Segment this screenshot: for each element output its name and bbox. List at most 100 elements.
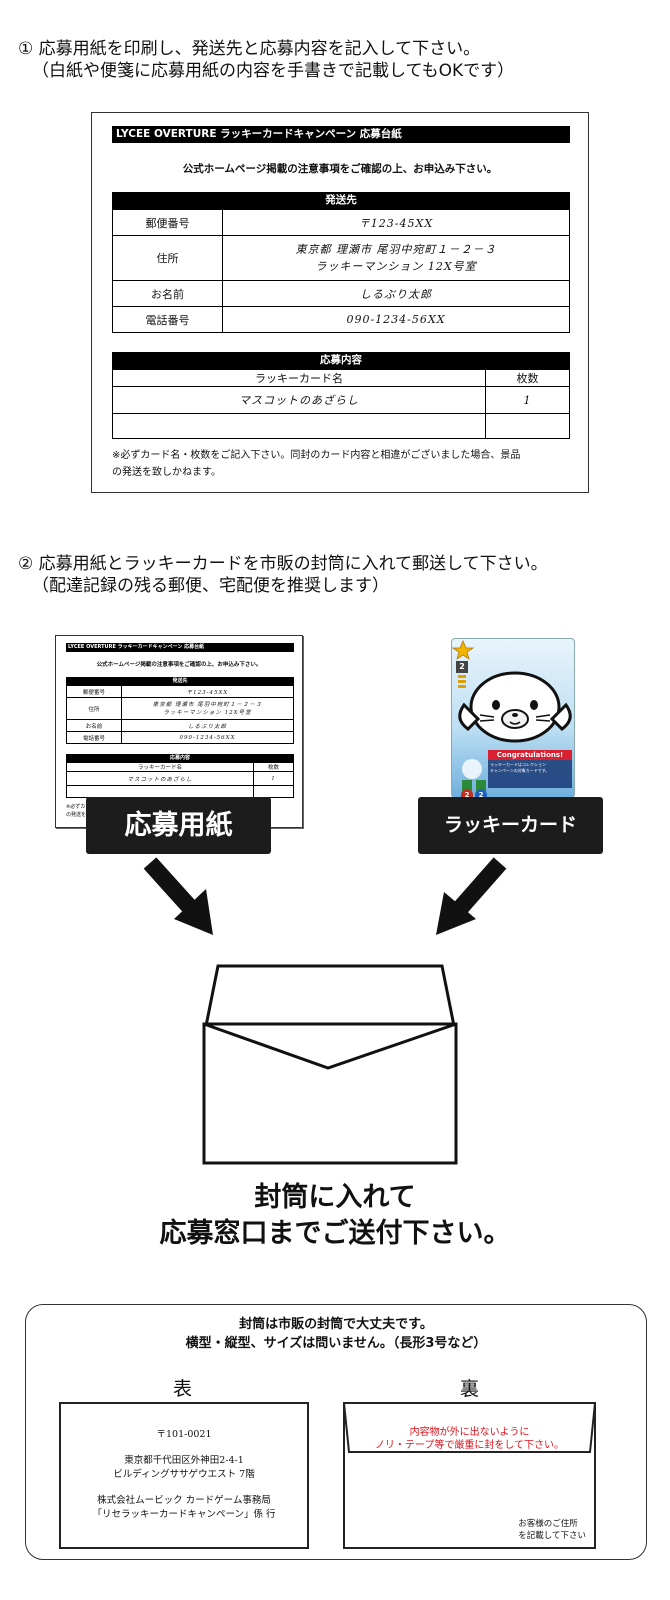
table-row: 郵便番号 〒123-45XX [112, 209, 570, 236]
star-icon [452, 639, 475, 660]
table-row: お名前 しるぶり太郎 [66, 719, 294, 732]
table-row: 電話番号 090-1234-56XX [112, 306, 570, 333]
col-card-name: ラッキーカード名 [112, 369, 486, 387]
application-form-thumbnail: LYCEE OVERTURE ラッキーカードキャンペーン 応募台紙 公式ホームペ… [55, 635, 303, 828]
mini-footnote-line2: の発送を [66, 812, 87, 818]
form-title: LYCEE OVERTURE ラッキーカードキャンペーン 応募台紙 [112, 126, 570, 143]
table-row: お名前 しるぶり太郎 [112, 280, 570, 307]
postal-value: 〒123-45XX [222, 209, 570, 236]
envelope-back-outline [343, 1402, 596, 1549]
lucky-card-tag: ラッキーカード [418, 797, 603, 854]
table-row [66, 785, 294, 798]
sender-address-note: お客様のご住所 を記載して下さい [518, 1518, 586, 1542]
step1-instruction: ① 応募用紙を印刷し、発送先と応募内容を記入して下さい。 （白紙や便箋に応募用紙… [18, 38, 514, 82]
entry-card-name: マスコットのあざらし [112, 386, 486, 414]
mini-col-card: ラッキーカード名 [66, 762, 254, 772]
name-value: しるぶり太郎 [222, 280, 570, 307]
mini-footnote-line1: ※必ずカ [66, 804, 86, 810]
footnote-line1: ※必ずカード名・枚数をご記入下さい。同封のカード内容と相違がございました場合、景… [112, 450, 521, 461]
shipping-table: 郵便番号 〒123-45XX 住所 東京都 理瀬市 尾羽中宛町１－２－３ ラッキ… [112, 209, 570, 333]
mini-entry-card: マスコットのあざらし [66, 771, 254, 786]
envelope-icon [202, 964, 458, 1165]
phone-value: 090-1234-56XX [222, 306, 570, 333]
footnote-line2: の発送を致しかねます。 [112, 467, 221, 478]
mini-address-value: 東京都 理瀬市 尾羽中宛町１－２－３ ラッキーマンション 12X号室 [121, 697, 294, 720]
mini-col-qty: 枚数 [253, 762, 294, 772]
postal-label: 郵便番号 [112, 209, 223, 236]
seal-mascot-illustration [452, 639, 572, 797]
envelope-back: 内容物が外に出ないように ノリ・テープ等で厳重に封をして下さい。 お客様のご住所… [343, 1402, 596, 1549]
step2-instruction: ② 応募用紙とラッキーカードを市販の封筒に入れて郵送して下さい。 （配達記録の残… [18, 553, 548, 597]
empty-cell [485, 413, 570, 439]
address-value: 東京都 理瀬市 尾羽中宛町１－２－３ ラッキーマンション 12X号室 [222, 235, 570, 281]
card-text: ラッキーカードはコレクション キャンペーンの対象カードです。 [490, 762, 570, 774]
send-message-line2: 応募窓口までご送付下さい。 [159, 1218, 511, 1249]
front-department: 「リセラッキーカードキャンペーン」係 行 [92, 1509, 276, 1520]
entry-header: 応募内容 [112, 352, 570, 369]
arrow-down-left-icon [436, 857, 507, 935]
front-label: 表 [173, 1378, 193, 1400]
seal-eye [492, 700, 500, 710]
phone-label: 電話番号 [112, 306, 223, 333]
mini-address-line2: ラッキーマンション 12X号室 [163, 709, 252, 716]
mini-entry-qty: 1 [253, 771, 294, 786]
arrow-down-right-icon [143, 857, 213, 935]
mini-entry-header: 応募内容 [66, 754, 294, 762]
table-row: マスコットのあざらし 1 [66, 771, 294, 786]
table-row: 住所 東京都 理瀬市 尾羽中宛町１－２－３ ラッキーマンション 12X号室 [66, 697, 294, 720]
mini-footnote: ※必ずカ の発送を [66, 803, 86, 819]
table-row: マスコットのあざらし 1 [112, 386, 570, 414]
form-footnote: ※必ずカード名・枚数をご記入下さい。同封のカード内容と相違がございました場合、景… [112, 447, 572, 481]
front-address-line2: ビルディングササゲウエスト 7階 [113, 1469, 255, 1480]
mini-postal-label: 郵便番号 [66, 685, 122, 698]
application-form-tag: 応募用紙 [86, 797, 271, 854]
shipping-header: 発送先 [112, 192, 570, 209]
cost-value: 2 [459, 662, 465, 671]
col-quantity: 枚数 [485, 369, 570, 387]
mini-name-value: しるぶり太郎 [121, 719, 294, 732]
mini-address-label: 住所 [66, 697, 122, 720]
mini-phone-value: 090-1234-56XX [121, 731, 294, 744]
entry-table: ラッキーカード名 枚数 マスコットのあざらし 1 [112, 369, 570, 439]
seal-note-line2: ノリ・テープ等で厳重に封をして下さい。 [374, 1440, 565, 1451]
table-row [112, 413, 570, 439]
card-banner: Congratulations! [496, 751, 564, 759]
envelope-info-line1: 封筒は市販の封筒で大丈夫です。 [239, 1317, 433, 1332]
mini-shipping-header: 発送先 [66, 677, 294, 685]
empty-cell [112, 413, 486, 439]
empty-cell [253, 785, 294, 798]
entry-quantity: 1 [485, 386, 570, 414]
address-line2: ラッキーマンション 12X号室 [315, 260, 477, 273]
address-line1: 東京都 理瀬市 尾羽中宛町１－２－３ [295, 243, 497, 256]
mini-form-note: 公式ホームページ掲載の注意事項をご確認の上、お申込み下さい。 [96, 662, 262, 668]
mini-name-label: お名前 [66, 719, 122, 732]
mini-postal-value: 〒123-45XX [121, 685, 294, 698]
table-row: 郵便番号 〒123-45XX [66, 685, 294, 698]
empty-cell [66, 785, 254, 798]
mini-form-title: LYCEE OVERTURE ラッキーカードキャンペーン 応募台紙 [66, 643, 294, 652]
table-row: 電話番号 090-1234-56XX [66, 731, 294, 744]
front-postal-code: 〒101-0021 [156, 1429, 212, 1440]
name-label: お名前 [112, 280, 223, 307]
seal-note-line1: 内容物が外に出ないように [409, 1427, 530, 1438]
table-row: ラッキーカード名 枚数 [112, 369, 570, 387]
seal-head [469, 671, 561, 743]
step1-line2: （白紙や便箋に応募用紙の内容を手書きで記載してもOKです） [32, 61, 515, 81]
send-message-line1: 封筒に入れて [254, 1182, 416, 1213]
address-label: 住所 [112, 235, 223, 281]
form-note: 公式ホームページ掲載の注意事項をご確認の上、お申込み下さい。 [182, 163, 498, 175]
table-row: 住所 東京都 理瀬市 尾羽中宛町１－２－３ ラッキーマンション 12X号室 [112, 235, 570, 281]
sender-note-line1: お客様のご住所 [518, 1519, 578, 1529]
card-level-b: 2 [478, 791, 484, 798]
application-form: LYCEE OVERTURE ラッキーカードキャンペーン 応募台紙 公式ホームペ… [91, 112, 589, 493]
front-address-line1: 東京都千代田区外神田2-4-1 [124, 1455, 244, 1466]
lucky-card-image: 2 Congratulations! ラッキーカードはコレクション キャンペーン… [451, 638, 575, 798]
envelope-front: 〒101-0021 東京都千代田区外神田2-4-1 ビルディングササゲウエスト … [59, 1402, 309, 1549]
step1-line1: ① 応募用紙を印刷し、発送先と応募内容を記入して下さい。 [18, 39, 481, 59]
step2-line1: ② 応募用紙とラッキーカードを市販の封筒に入れて郵送して下さい。 [18, 554, 548, 574]
envelope-info-line2: 横型・縦型、サイズは問いません。（長形3号など） [185, 1336, 487, 1351]
table-row: ラッキーカード名 枚数 [66, 762, 294, 772]
envelope-info-box: 封筒は市販の封筒で大丈夫です。 横型・縦型、サイズは問いません。（長形3号など） [25, 1304, 647, 1560]
mini-entry-table: ラッキーカード名 枚数 マスコットのあざらし 1 [66, 762, 294, 798]
seal-eye [530, 700, 538, 710]
